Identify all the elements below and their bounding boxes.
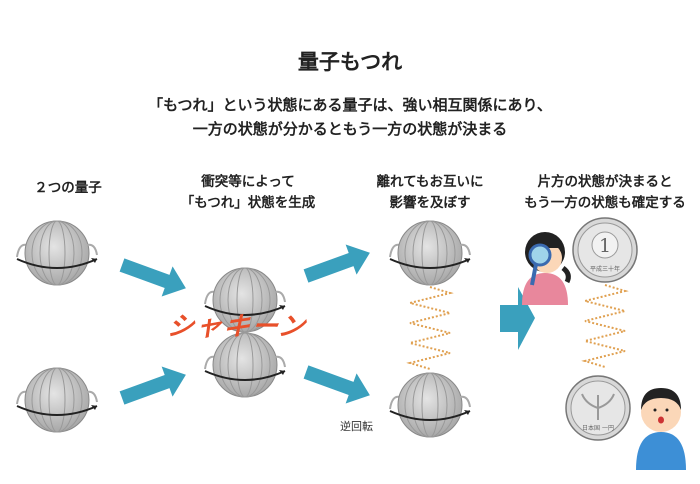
- column-heading-entangle: 衝突等によって「もつれ」状態を生成: [168, 172, 328, 214]
- coin-back-text: 日本国 一円: [582, 424, 614, 432]
- girl-with-magnifier-icon: [522, 232, 571, 305]
- heading-line: 影響を及ぼす: [389, 195, 471, 211]
- coin-front-value: 1: [599, 235, 611, 257]
- heading-line: 衝突等によって: [201, 174, 295, 190]
- entanglement-spring-icon: [581, 284, 629, 368]
- column-heading-influence: 離れてもお互いに影響を及ぼす: [355, 172, 505, 214]
- coin-front-year: 平成三十年: [590, 265, 620, 273]
- quantum-sphere-icon: [16, 367, 98, 433]
- quantum-sphere-icon: [389, 372, 471, 438]
- arrow-icon: [300, 356, 376, 411]
- one-yen-coin-front-icon: 1 平成三十年: [572, 217, 638, 283]
- quantum-sphere-icon: [16, 220, 98, 286]
- one-yen-coin-back-icon: 日本国 一円: [565, 375, 631, 441]
- subtitle-line-1: 「もつれ」という状態にある量子は、強い相互関係にあり、: [148, 96, 552, 114]
- boy-icon: [636, 388, 686, 470]
- heading-line: 離れてもお互いに: [376, 174, 484, 190]
- entanglement-spring-icon: [406, 286, 454, 370]
- heading-line: ２つの量子: [34, 180, 102, 196]
- reverse-rotation-label: 逆回転: [340, 420, 373, 433]
- subtitle-line-2: 一方の状態が分かるともう一方の状態が決まる: [192, 120, 508, 138]
- page-title: 量子もつれ: [297, 50, 403, 74]
- heading-line: 片方の状態が決まると: [537, 174, 673, 190]
- arrow-icon: [300, 237, 376, 292]
- arrow-icon: [116, 359, 192, 414]
- arrow-icon: [116, 249, 192, 304]
- heading-line: もう一方の状態も確定する: [524, 195, 686, 211]
- heading-line: 「もつれ」状態を生成: [180, 195, 316, 211]
- quantum-sphere-icon: [389, 220, 471, 286]
- column-heading-determine: 片方の状態が決まるともう一方の状態も確定する: [510, 172, 700, 214]
- column-heading-two-quanta: ２つの量子: [18, 178, 118, 199]
- sound-effect-text: シャキーン: [164, 312, 309, 342]
